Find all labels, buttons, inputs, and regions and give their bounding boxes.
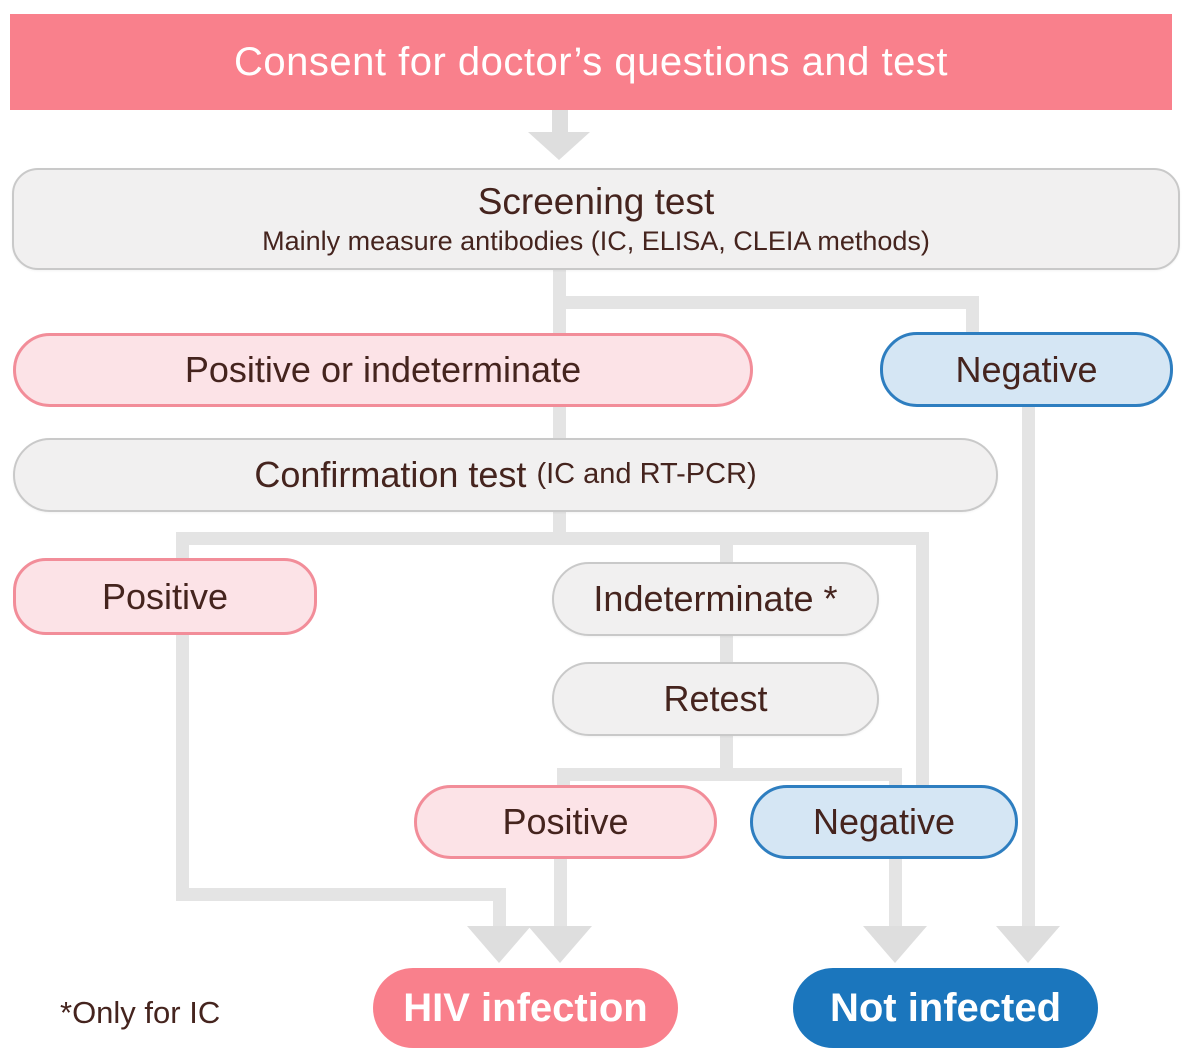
node-confirmation-subtitle: (IC and RT-PCR) [536, 458, 757, 491]
footnote-only-for-ic: *Only for IC [60, 995, 221, 1030]
connector-pori-to-confirmation [553, 405, 566, 440]
down-arrow-icon [528, 926, 592, 963]
node-retest-label: Retest [663, 678, 768, 720]
down-arrow-icon [552, 110, 568, 134]
down-arrow-icon [528, 132, 590, 160]
connector-to-negative-retest [889, 768, 902, 788]
node-screening-test: Screening test Mainly measure antibodies… [12, 168, 1180, 270]
node-positive-retest: Positive [414, 785, 717, 859]
down-arrow-icon [467, 926, 531, 963]
node-positive-confirmation-label: Positive [101, 575, 229, 617]
connector-indeterminate-to-retest [720, 634, 733, 665]
connector-positive-bottom-horizontal [176, 888, 506, 901]
node-screening-title: Screening test [477, 180, 715, 222]
connector-confirmation-negative-drop [916, 532, 929, 788]
node-hiv-infection-label: HIV infection [403, 986, 648, 1030]
node-negative-retest: Negative [750, 785, 1018, 859]
connector-screening-branch [553, 296, 979, 309]
node-not-infected-label: Not infected [829, 986, 1062, 1030]
connector-confirmation-branch [176, 532, 929, 545]
connector-to-indeterminate [720, 532, 733, 566]
connector-positive-bottom-drop [493, 888, 506, 928]
node-positive-or-indeterminate-label: Positive or indeterminate [184, 349, 582, 391]
node-confirmation-title: Confirmation test [254, 454, 527, 496]
node-consent: Consent for doctor’s questions and test [10, 14, 1172, 110]
node-negative-screening-label: Negative [955, 348, 1098, 390]
connector-positive-retest-to-hiv [554, 857, 567, 928]
node-positive-retest-label: Positive [502, 801, 629, 843]
node-confirmation-test: Confirmation test (IC and RT-PCR) [13, 438, 998, 512]
node-consent-label: Consent for doctor’s questions and test [234, 40, 948, 84]
down-arrow-icon [996, 926, 1060, 963]
node-indeterminate-label: Indeterminate * [593, 578, 838, 620]
node-screening-subtitle: Mainly measure antibodies (IC, ELISA, CL… [262, 225, 930, 256]
connector-negative-retest-to-notinfected [889, 857, 902, 928]
connector-retest-branch [557, 768, 902, 781]
connector-to-negative-screening [966, 296, 979, 336]
node-negative-screening: Negative [880, 332, 1173, 407]
connector-to-positive-retest [557, 768, 570, 788]
node-retest: Retest [552, 662, 879, 736]
node-hiv-infection: HIV infection [373, 968, 678, 1048]
node-negative-retest-label: Negative [812, 801, 956, 843]
connector-retest-down [720, 734, 733, 776]
node-indeterminate: Indeterminate * [552, 562, 879, 636]
node-positive-or-indeterminate: Positive or indeterminate [13, 333, 753, 407]
node-not-infected: Not infected [793, 968, 1098, 1048]
node-positive-confirmation: Positive [13, 558, 317, 635]
connector-negative-screening-to-notinfected [1022, 400, 1035, 928]
down-arrow-icon [863, 926, 927, 963]
